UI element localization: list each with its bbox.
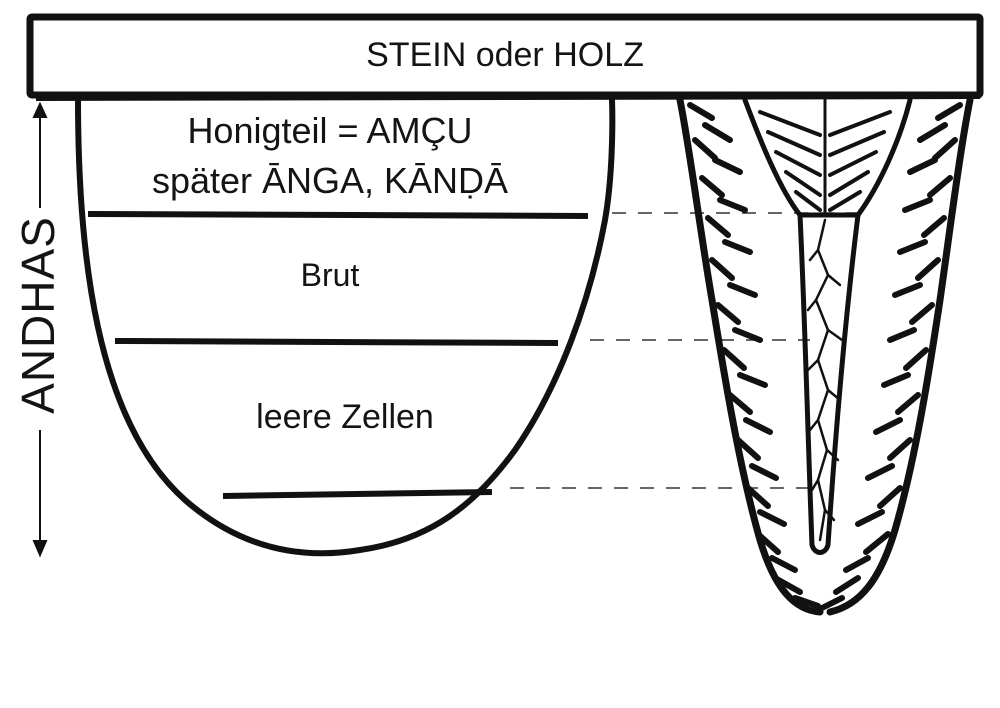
hive-outline [75,96,616,557]
empty-cells-label: leere Zellen [256,398,434,436]
husk-dashes-left [687,102,821,609]
height-arrow [32,101,48,558]
husk-dashes-right [819,102,963,611]
divider-honey-brood [87,211,589,219]
honey-zone-label: Honigteil = AMÇU [187,110,473,151]
divider-brood-empty [114,338,559,346]
divider-empty-bottom [222,489,493,499]
side-view-comb [742,97,913,555]
height-label: ANDHAS [12,216,64,414]
brood-zone-label: Brut [300,257,360,293]
honey-zone-later-label: später ĀNGA, KĀNḌĀ [151,160,509,201]
board-label: STEIN oder HOLZ [366,36,644,74]
